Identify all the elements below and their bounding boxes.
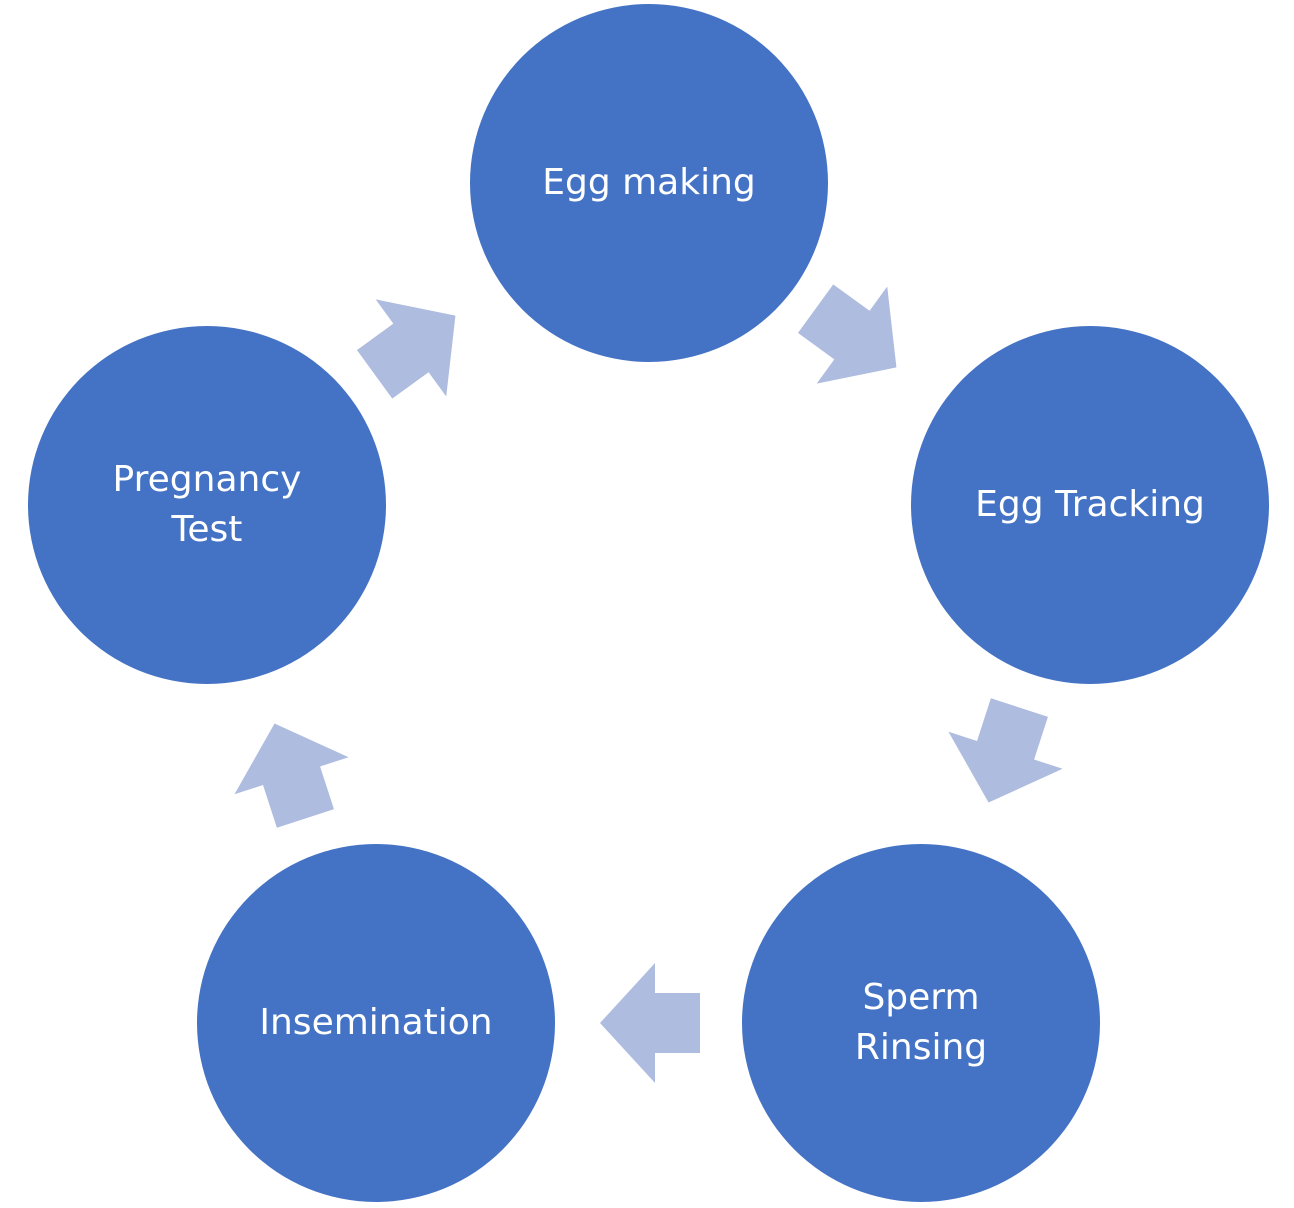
node-label: Pregnancy Test [112, 459, 302, 550]
node-label: Insemination [259, 1002, 493, 1043]
right-arrow-icon [217, 705, 362, 837]
right-arrow-icon [339, 267, 490, 423]
node-label: Egg Tracking [975, 484, 1205, 525]
node-sperm-rinsing: Sperm Rinsing [742, 844, 1100, 1202]
node-egg-making: Egg making [470, 4, 828, 362]
node-label: Sperm Rinsing [854, 977, 988, 1068]
node-label: Egg making [542, 162, 756, 203]
node-insemination: Insemination [197, 844, 555, 1202]
node-pregnancy-test: Pregnancy Test [28, 326, 386, 684]
right-arrow-icon [931, 689, 1076, 821]
node-egg-tracking: Egg Tracking [911, 326, 1269, 684]
right-arrow-icon [600, 963, 700, 1083]
right-arrow-icon [780, 260, 931, 416]
